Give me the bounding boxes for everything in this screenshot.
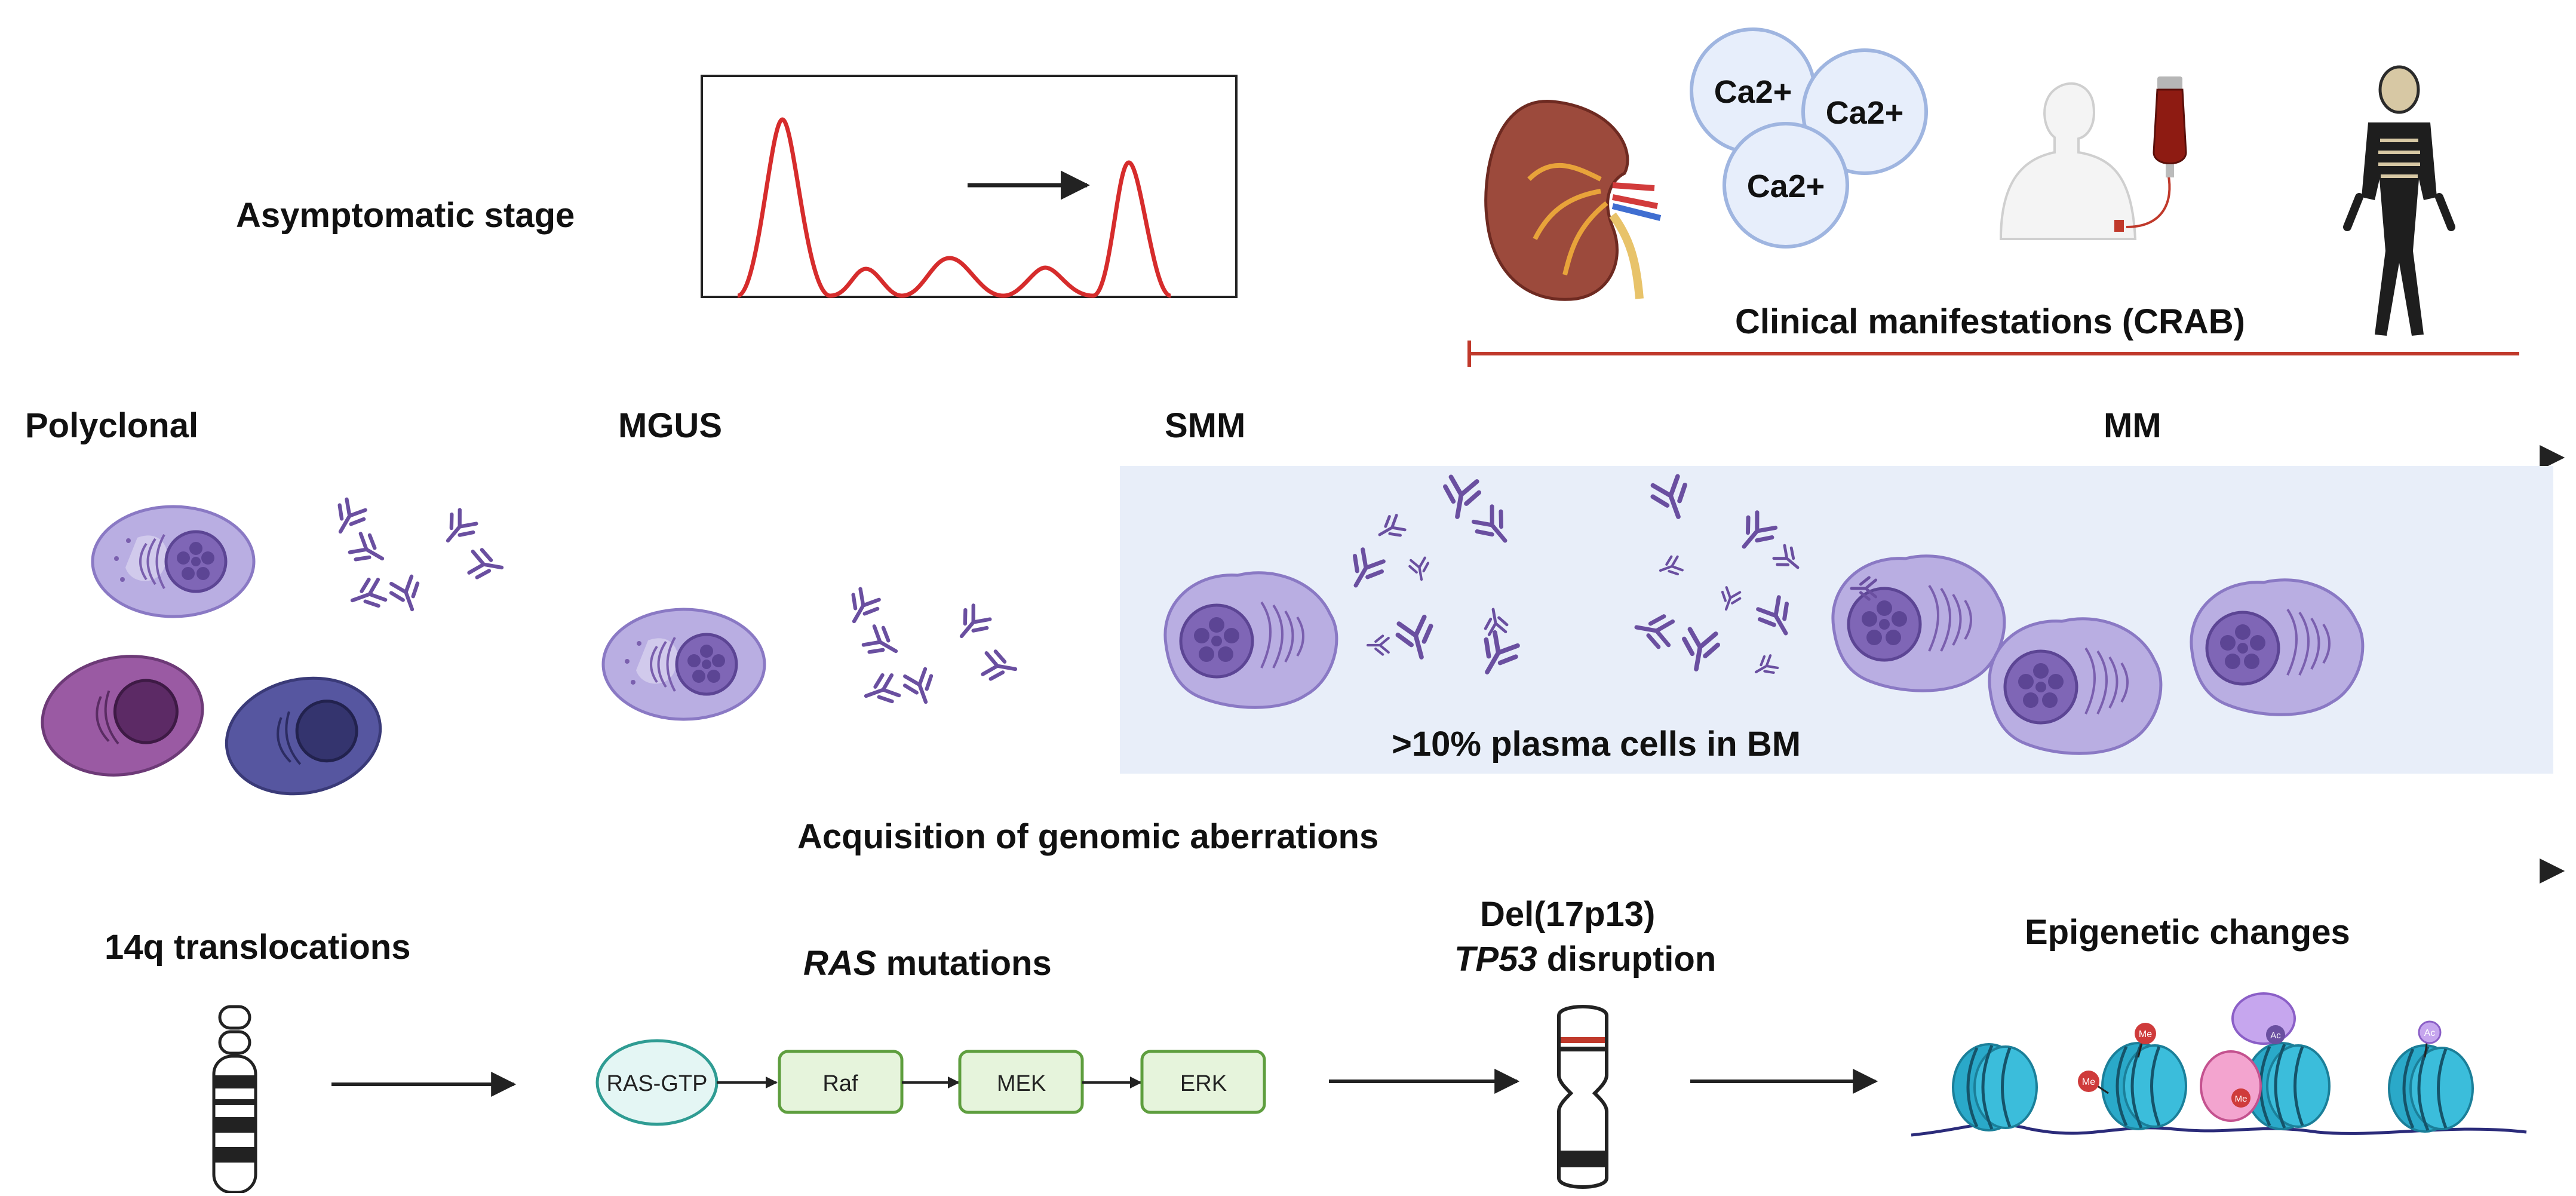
pathway-node-erk bbox=[1140, 1050, 1266, 1114]
methyl-mark-label: Me bbox=[2082, 1077, 2095, 1087]
antibody-icon bbox=[982, 650, 1018, 683]
plasma-cell-icon bbox=[2191, 580, 2363, 715]
deletion-label: Del(17p13) bbox=[1480, 895, 1655, 934]
antibody-icon bbox=[842, 587, 882, 628]
ras-mutations-suffix: mutations bbox=[876, 944, 1051, 983]
pathway-label-mek: MEK bbox=[997, 1071, 1046, 1096]
plasma-cell-icon bbox=[603, 609, 764, 719]
ras-gene-name: RAS bbox=[803, 944, 877, 983]
tp53-label: TP53 disruption bbox=[1454, 940, 1716, 979]
antibody-icon bbox=[388, 575, 425, 614]
polyclonal-antibodies bbox=[328, 498, 504, 614]
tp53-gene-name: TP53 bbox=[1454, 940, 1537, 979]
antibody-icon bbox=[469, 548, 505, 581]
methyl-mark-icon bbox=[2135, 1023, 2156, 1044]
electrophoresis-plot bbox=[701, 75, 1238, 298]
stage-mgus: MGUS bbox=[618, 406, 722, 445]
polyclonal-cells bbox=[41, 507, 382, 796]
acetyl-mark-label: Ac bbox=[2270, 1031, 2281, 1041]
nucleosome-icon bbox=[1953, 1044, 2037, 1130]
methyl-mark-icon bbox=[2231, 1088, 2250, 1108]
stage-mm: MM bbox=[2104, 406, 2161, 445]
genomic-aberrations-title: Acquisition of genomic aberrations bbox=[797, 817, 1378, 856]
nucleosome-icon bbox=[2389, 1045, 2473, 1131]
kidney-icon bbox=[1484, 100, 1662, 301]
pathway-label-ras-gtp: RAS-GTP bbox=[607, 1071, 708, 1096]
acetyl-mark-icon bbox=[2266, 1025, 2285, 1044]
epigenetic-label: Epigenetic changes bbox=[2025, 913, 2350, 952]
antibody-icon bbox=[902, 668, 939, 707]
pathway-label-erk: ERK bbox=[1180, 1071, 1227, 1096]
mgus-antibodies bbox=[842, 587, 1018, 709]
methyl-mark-label: Me bbox=[2139, 1029, 2152, 1039]
stage-smm: SMM bbox=[1165, 406, 1245, 445]
methyltransferase-icon bbox=[2200, 1050, 2262, 1122]
acetyl-mark-label: Ac bbox=[2424, 1028, 2436, 1038]
antibody-icon bbox=[951, 603, 992, 645]
ras-mutations-label: RAS mutations bbox=[803, 944, 1052, 983]
antibody-icon bbox=[348, 576, 386, 614]
calcium-label-2: Ca2+ bbox=[1826, 95, 1904, 131]
antibody-icon bbox=[328, 498, 369, 539]
acetyl-mark-icon bbox=[2418, 1020, 2442, 1044]
acetyltransferase-icon bbox=[2231, 992, 2296, 1045]
clinical-manifestations-label: Clinical manifestations (CRAB) bbox=[1735, 302, 2245, 341]
methyl-mark-label: Me bbox=[2235, 1094, 2248, 1104]
asymptomatic-stage-label: Asymptomatic stage bbox=[236, 196, 575, 235]
antibody-icon bbox=[348, 531, 389, 571]
tp53-disruption-suffix: disruption bbox=[1537, 940, 1717, 979]
plasma-cell-icon bbox=[225, 676, 382, 796]
calcium-label-1: Ca2+ bbox=[1714, 74, 1792, 110]
plasma-cell-icon bbox=[93, 507, 254, 617]
skeleton-icon bbox=[2343, 65, 2455, 336]
ras-pathway: RAS-GTP Raf MEK ERK bbox=[595, 1039, 1266, 1126]
pathway-label-raf: Raf bbox=[822, 1071, 858, 1096]
methyl-mark-icon bbox=[2078, 1071, 2099, 1092]
calcium-bubble-icon: Ca2+ Ca2+ Ca2+ bbox=[1690, 27, 1928, 249]
bone-marrow-note: >10% plasma cells in BM bbox=[1392, 725, 1801, 763]
chromosome-icon bbox=[1557, 1005, 1608, 1189]
antibody-icon bbox=[437, 508, 478, 550]
plasma-cell-icon bbox=[1989, 619, 2161, 754]
nucleosome-icon bbox=[2102, 1043, 2186, 1129]
antibody-icon bbox=[861, 672, 900, 709]
calcium-label-3: Ca2+ bbox=[1747, 168, 1825, 204]
stage-polyclonal: Polyclonal bbox=[25, 406, 198, 445]
plasma-cell-icon bbox=[41, 655, 204, 777]
patient-transfusion-icon bbox=[1999, 76, 2187, 240]
antibody-icon bbox=[862, 624, 903, 664]
plasma-cell-icon bbox=[1833, 556, 2004, 691]
chromosome-icon bbox=[212, 1005, 257, 1194]
plasma-cell-icon bbox=[1165, 573, 1337, 708]
translocation-label: 14q translocations bbox=[105, 928, 410, 967]
chromatin: Me Me Ac Me Ac bbox=[1911, 992, 2527, 1137]
